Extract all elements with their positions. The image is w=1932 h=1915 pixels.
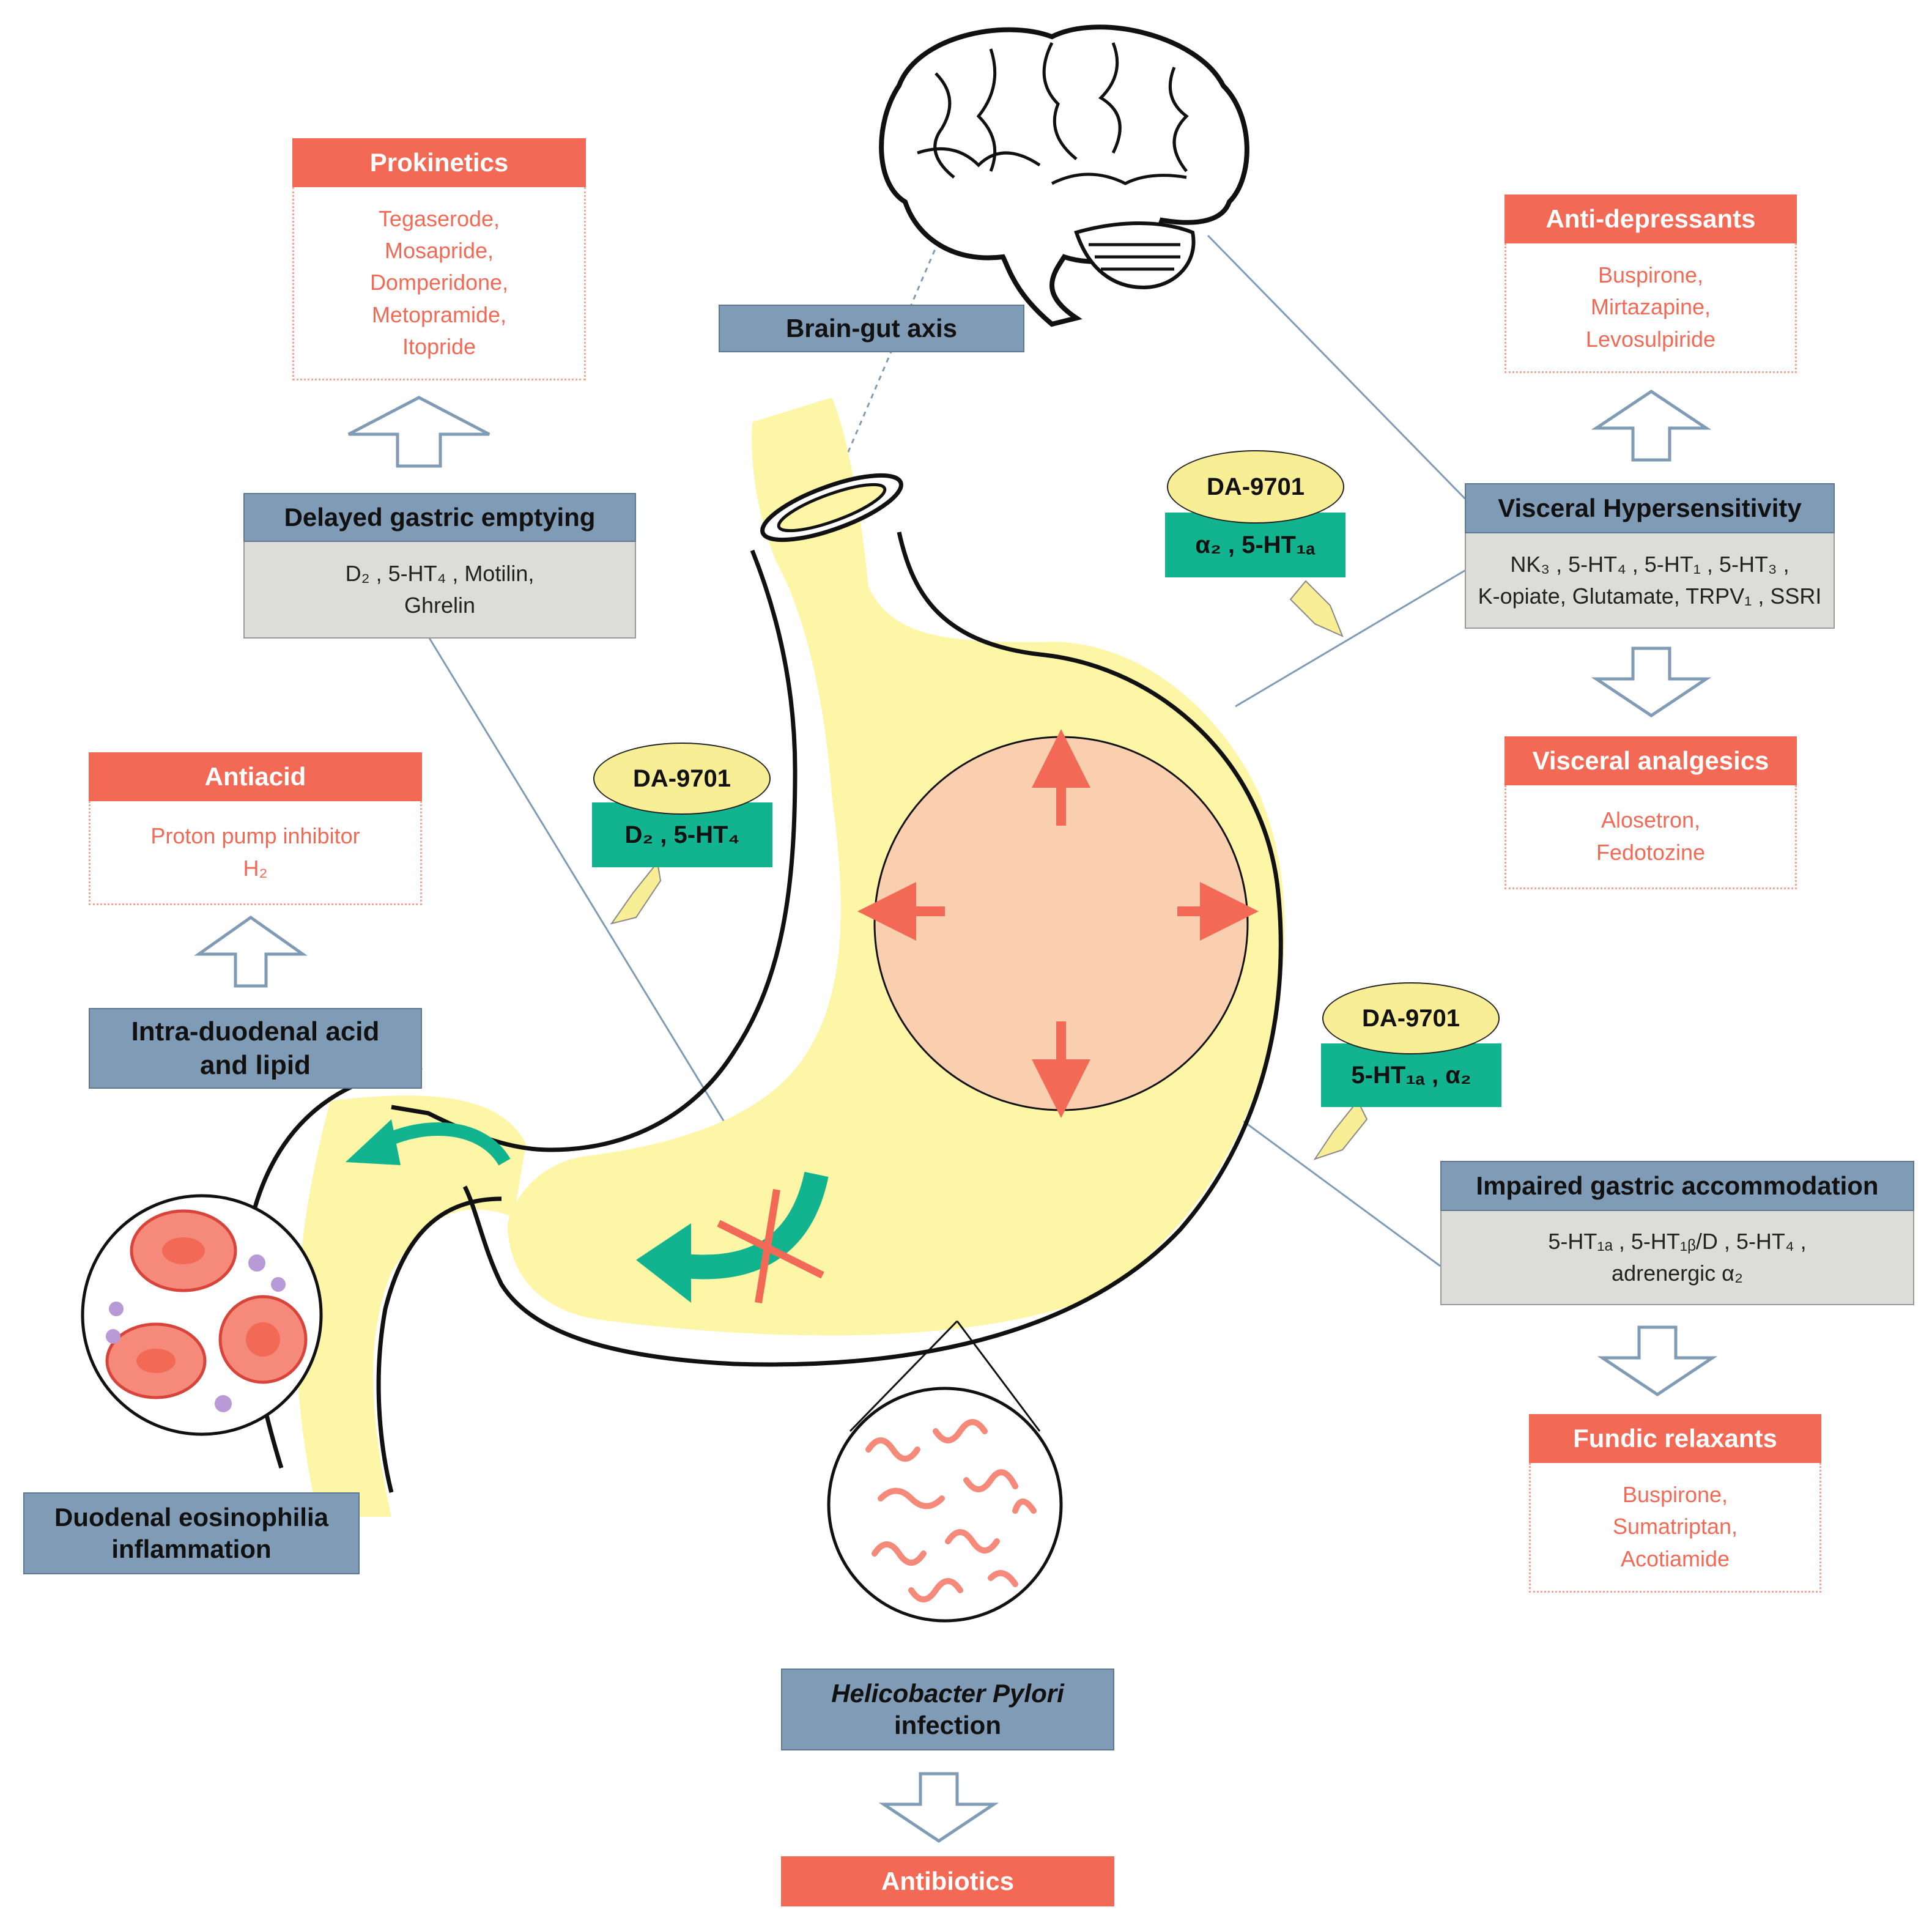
prokinetics-list: Tegaserode, Mosapride, Domperidone, Meto… [292, 187, 586, 380]
duodenum-outline-inner [376, 1196, 502, 1493]
arrow-down-fundic [1597, 1325, 1718, 1397]
visceral-hypersensitivity-receptors: NK₃ , 5-HT₄ , 5-HT₁ , 5-HT₃ , K-opiate, … [1465, 533, 1835, 629]
blocked-emptying-cross-icon [717, 1189, 824, 1303]
stomach-outline-outer [391, 549, 798, 1152]
brain-icon [879, 24, 1249, 327]
da9701-oval-3: DA-9701 [1322, 982, 1500, 1054]
da9701-receptor-tag-3: 5-HT₁ₐ , α₂ [1321, 1043, 1501, 1107]
prokinetics-item: Domperidone, [369, 270, 509, 295]
fundic-relaxants-header: Fundic relaxants [1529, 1414, 1821, 1463]
da9701-oval-1: DA-9701 [1167, 450, 1344, 524]
gastric-flow-arrows [346, 1119, 829, 1303]
visceral-analgesics-list: Alosetron, Fedotozine [1505, 785, 1797, 889]
visceral-hypersensitivity-header: Visceral Hypersensitivity [1465, 483, 1835, 533]
stomach-to-visceral-line [1235, 568, 1468, 708]
antiacid-header: Antiacid [89, 752, 422, 801]
impaired-accommodation-receptors: 5-HT₁ₐ , 5-HT₁ᵦ/D , 5-HT₄ , adrenergic α… [1440, 1211, 1914, 1305]
fundic-relaxants-list: Buspirone, Sumatriptan, Acotiamide [1529, 1463, 1821, 1593]
arrow-up-antiacid [194, 915, 308, 988]
antiacid-list: Proton pump inhibitor H₂ [89, 801, 422, 905]
outline-arrows [194, 389, 1718, 1843]
arrow-up-prokinetics [347, 396, 490, 468]
distension-balloon-icon [857, 729, 1259, 1118]
drug-pointer-arrows [610, 580, 1368, 1160]
antidepressants-list: Buspirone, Mirtazapine, Levosulpiride [1505, 243, 1797, 373]
intra-duodenal-acid-lipid-label: Intra-duodenal acid and lipid [89, 1008, 422, 1089]
brain-gut-axis-text: Brain-gut axis [785, 313, 958, 343]
brain-gut-axis-label: Brain-gut axis [719, 305, 1024, 352]
da9701-oval-2: DA-9701 [593, 743, 771, 815]
helicobacter-pylori-label: Helicobacter Pylori infection [781, 1669, 1114, 1750]
prokinetics-item: Itopride [402, 333, 476, 359]
prokinetics-item: Mosapride, [384, 238, 494, 264]
visceral-analgesics-header: Visceral analgesics [1505, 736, 1797, 785]
prokinetics-item: Tegaserode, [378, 206, 500, 232]
duodenum-fill [297, 1095, 526, 1517]
prokinetics-header: Prokinetics [292, 138, 586, 187]
duodenal-eosinophilia-label: Duodenal eosinophilia inflammation [23, 1492, 360, 1574]
delayed-gastric-emptying-header: Delayed gastric emptying [243, 493, 636, 542]
antibiotics-header: Antibiotics [781, 1856, 1114, 1906]
delayed-gastric-emptying-receptors: D₂ , 5-HT₄ , Motilin, Ghrelin [243, 542, 636, 639]
helicobacter-micrograph-icon [827, 1320, 1063, 1623]
delayed-to-pylorus-line [427, 635, 778, 1209]
impaired-accommodation-header: Impaired gastric accommodation [1440, 1161, 1914, 1211]
eosinophil-micrograph-icon [81, 1194, 323, 1436]
esophagus-ring-icon [760, 473, 903, 543]
arrow-up-antidepressants [1591, 389, 1712, 462]
prokinetics-item: Metopramide, [371, 302, 507, 327]
brain-to-visceral-line [1207, 234, 1469, 503]
stomach-outline-greater [462, 532, 1283, 1367]
arrow-down-analgesics [1591, 646, 1712, 718]
arrow-down-antibiotics [878, 1772, 999, 1843]
antidepressants-header: Anti-depressants [1505, 194, 1797, 243]
